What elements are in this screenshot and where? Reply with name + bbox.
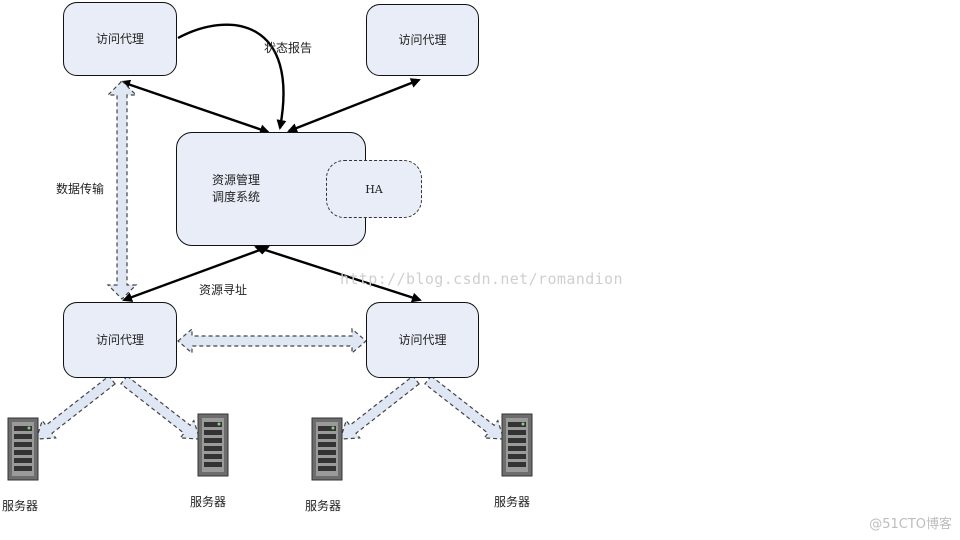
proxy-label: 访问代理 bbox=[95, 332, 144, 347]
status-report-label: 状态报告 bbox=[264, 41, 313, 55]
server-icon bbox=[197, 413, 229, 477]
proxy-label: 访问代理 bbox=[95, 31, 144, 46]
arrow-topright-center bbox=[287, 78, 421, 133]
link-proxy-br-server3 bbox=[339, 375, 420, 440]
arrow-center-bottomleft bbox=[122, 245, 270, 302]
server-label: 服务器 bbox=[190, 495, 227, 509]
server-label: 服务器 bbox=[2, 499, 39, 513]
server-icon bbox=[311, 417, 343, 481]
arrow-topleft-center bbox=[120, 79, 270, 135]
corner-watermark: @51CTO博客 bbox=[869, 517, 952, 532]
proxy-label: 访问代理 bbox=[398, 332, 447, 347]
server-icon bbox=[7, 417, 39, 481]
proxy-node-bottom-left: 访问代理 bbox=[63, 302, 177, 378]
link-proxy-br-server4 bbox=[424, 375, 505, 440]
server-label: 服务器 bbox=[305, 499, 342, 513]
ha-label: HA bbox=[365, 182, 383, 196]
blog-watermark: http://blog.csdn.net/romandion bbox=[340, 270, 623, 288]
link-proxy-bl-server2 bbox=[120, 375, 201, 440]
status-report-curve bbox=[177, 23, 287, 130]
resource-addressing-label: 资源寻址 bbox=[199, 283, 248, 297]
data-transfer-label: 数据传输 bbox=[56, 182, 105, 196]
server-label: 服务器 bbox=[494, 495, 531, 509]
server-icon bbox=[501, 413, 533, 477]
data-transfer-vertical-arrow bbox=[106, 80, 138, 300]
arrow-center-bottomright bbox=[254, 244, 422, 303]
proxy-node-bottom-right: 访问代理 bbox=[366, 302, 479, 378]
data-transfer-horizontal-arrow bbox=[177, 327, 367, 355]
proxy-node-top-right: 访问代理 bbox=[366, 4, 479, 76]
link-proxy-bl-server1 bbox=[35, 375, 116, 440]
proxy-label: 访问代理 bbox=[398, 32, 447, 47]
ha-node: HA bbox=[326, 160, 422, 218]
resource-scheduler-label: 资源管理 调度系统 bbox=[211, 173, 260, 204]
proxy-node-top-left: 访问代理 bbox=[63, 2, 177, 76]
